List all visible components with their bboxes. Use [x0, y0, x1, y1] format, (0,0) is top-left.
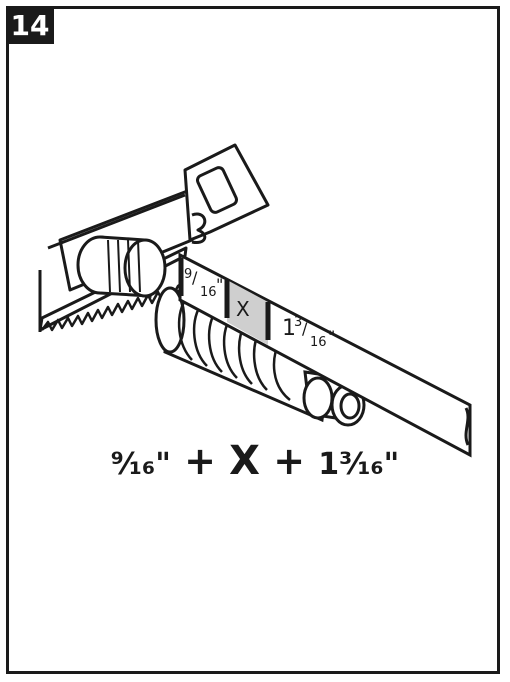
ruler-left-denominator: 16 — [200, 285, 217, 300]
formula-term-2: X — [229, 438, 260, 484]
formula-plus-1: + — [184, 439, 216, 483]
formula-term-3: 1³⁄₁₆" — [318, 447, 400, 482]
ruler-left-inch: " — [216, 275, 223, 294]
measurement-formula: ⁹⁄₁₆" + X + 1³⁄₁₆" — [0, 438, 510, 484]
step-number-badge: 14 — [6, 6, 54, 44]
formula-term-1: ⁹⁄₁₆" — [110, 447, 171, 482]
step-number: 14 — [10, 8, 50, 42]
ruler-left-slash: / — [192, 268, 198, 287]
ruler-labels: 9 / 16 " X 1 3 / 16 " — [184, 267, 335, 350]
ruler-left-numerator: 9 — [184, 267, 192, 282]
ruler-icon — [178, 252, 472, 458]
ruler-right-inch: " — [328, 327, 335, 346]
ruler-right-slash: / — [302, 319, 308, 338]
pipe-icon — [76, 235, 167, 298]
formula-plus-2: + — [273, 439, 306, 483]
ruler-right-whole: 1 — [282, 316, 296, 341]
ruler-right-numerator: 3 — [294, 315, 302, 330]
ruler-right-denominator: 16 — [310, 335, 327, 350]
ruler-middle-label: X — [236, 297, 250, 321]
